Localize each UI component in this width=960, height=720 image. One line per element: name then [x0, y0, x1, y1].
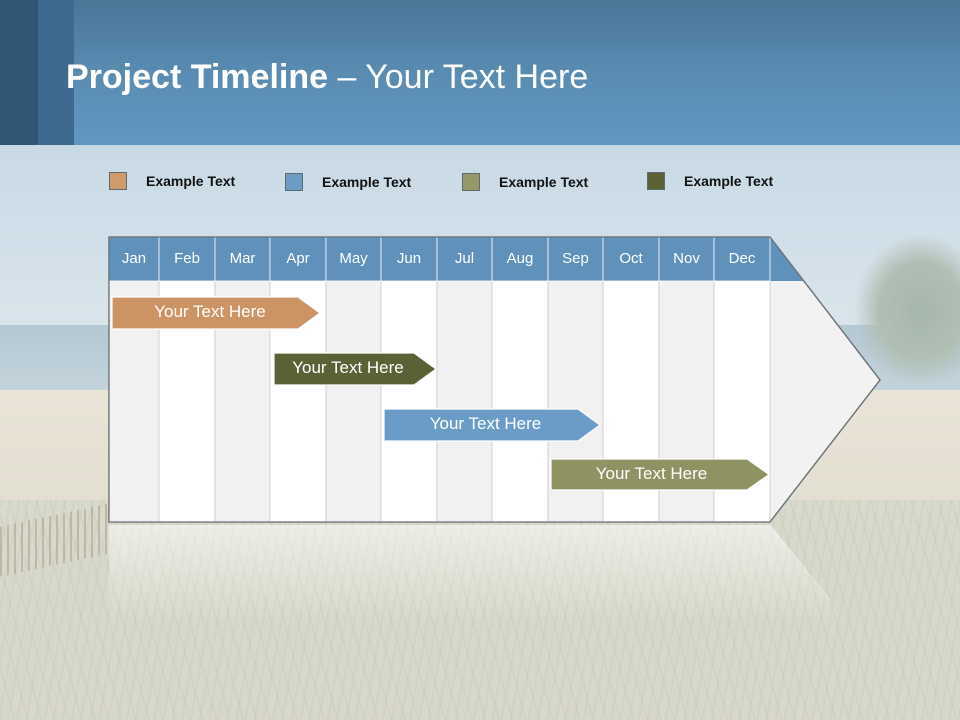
- task-label: Your Text Here: [595, 464, 708, 483]
- timeline-arrow-outline: [108, 236, 881, 523]
- title-accent-stripe-secondary: [38, 0, 74, 145]
- background-trees: [855, 235, 960, 385]
- month-column: [380, 280, 438, 523]
- timeline-reflection: [109, 525, 845, 620]
- month-header-cell: [325, 236, 382, 282]
- page-title-bold: Project Timeline: [66, 58, 329, 96]
- timeline-reflection-edge: [769, 524, 831, 601]
- month-header-cell: [158, 236, 216, 282]
- month-label: Jan: [121, 250, 147, 267]
- month-header-cell: [269, 236, 327, 282]
- month-label: Mar: [229, 250, 256, 267]
- month-header-cell: [214, 236, 271, 282]
- legend-label: Example Text: [684, 173, 774, 189]
- task-label: Your Text Here: [292, 358, 404, 377]
- month-label: Nov: [673, 250, 700, 267]
- month-header-cell: [491, 236, 549, 282]
- month-header-cell: [436, 236, 493, 282]
- task-label: Your Text Here: [429, 414, 542, 433]
- legend-swatch: [109, 172, 127, 190]
- month-column: [325, 280, 382, 523]
- month-header-cell: [713, 236, 771, 282]
- task-label: Your Text Here: [154, 302, 266, 321]
- title-bar: Project Timeline – Your Text Here: [0, 0, 960, 145]
- month-label: Apr: [286, 250, 310, 267]
- legend-item: Example Text: [647, 170, 773, 192]
- month-label: Jun: [396, 250, 422, 267]
- task-bar: [550, 458, 771, 491]
- legend-item: Example Text: [109, 170, 235, 192]
- task-bar: [383, 408, 602, 442]
- legend-swatch: [647, 172, 665, 190]
- title-accent-stripe: [0, 0, 38, 145]
- task-bar: [111, 296, 322, 330]
- legend-label: Example Text: [499, 174, 589, 190]
- month-header-cell: [380, 236, 438, 282]
- page-title-rest: – Your Text Here: [328, 58, 589, 96]
- month-label: Dec: [728, 250, 756, 267]
- month-column: [436, 280, 493, 523]
- month-header-cell: [547, 236, 604, 282]
- task-bar: [273, 352, 438, 386]
- month-label: Jul: [454, 250, 475, 267]
- legend-swatch: [462, 173, 480, 191]
- legend-item: Example Text: [285, 171, 411, 193]
- legend-item: Example Text: [462, 171, 588, 193]
- month-label: Aug: [506, 250, 534, 267]
- month-column: [491, 280, 549, 523]
- month-label: Feb: [174, 250, 200, 267]
- month-label: May: [339, 250, 368, 267]
- legend-swatch: [285, 173, 303, 191]
- legend-label: Example Text: [322, 174, 412, 190]
- page-title: Project Timeline – Your Text Here: [66, 58, 588, 97]
- month-label: Oct: [619, 250, 643, 267]
- legend-label: Example Text: [146, 173, 236, 189]
- month-label: Sep: [562, 250, 589, 267]
